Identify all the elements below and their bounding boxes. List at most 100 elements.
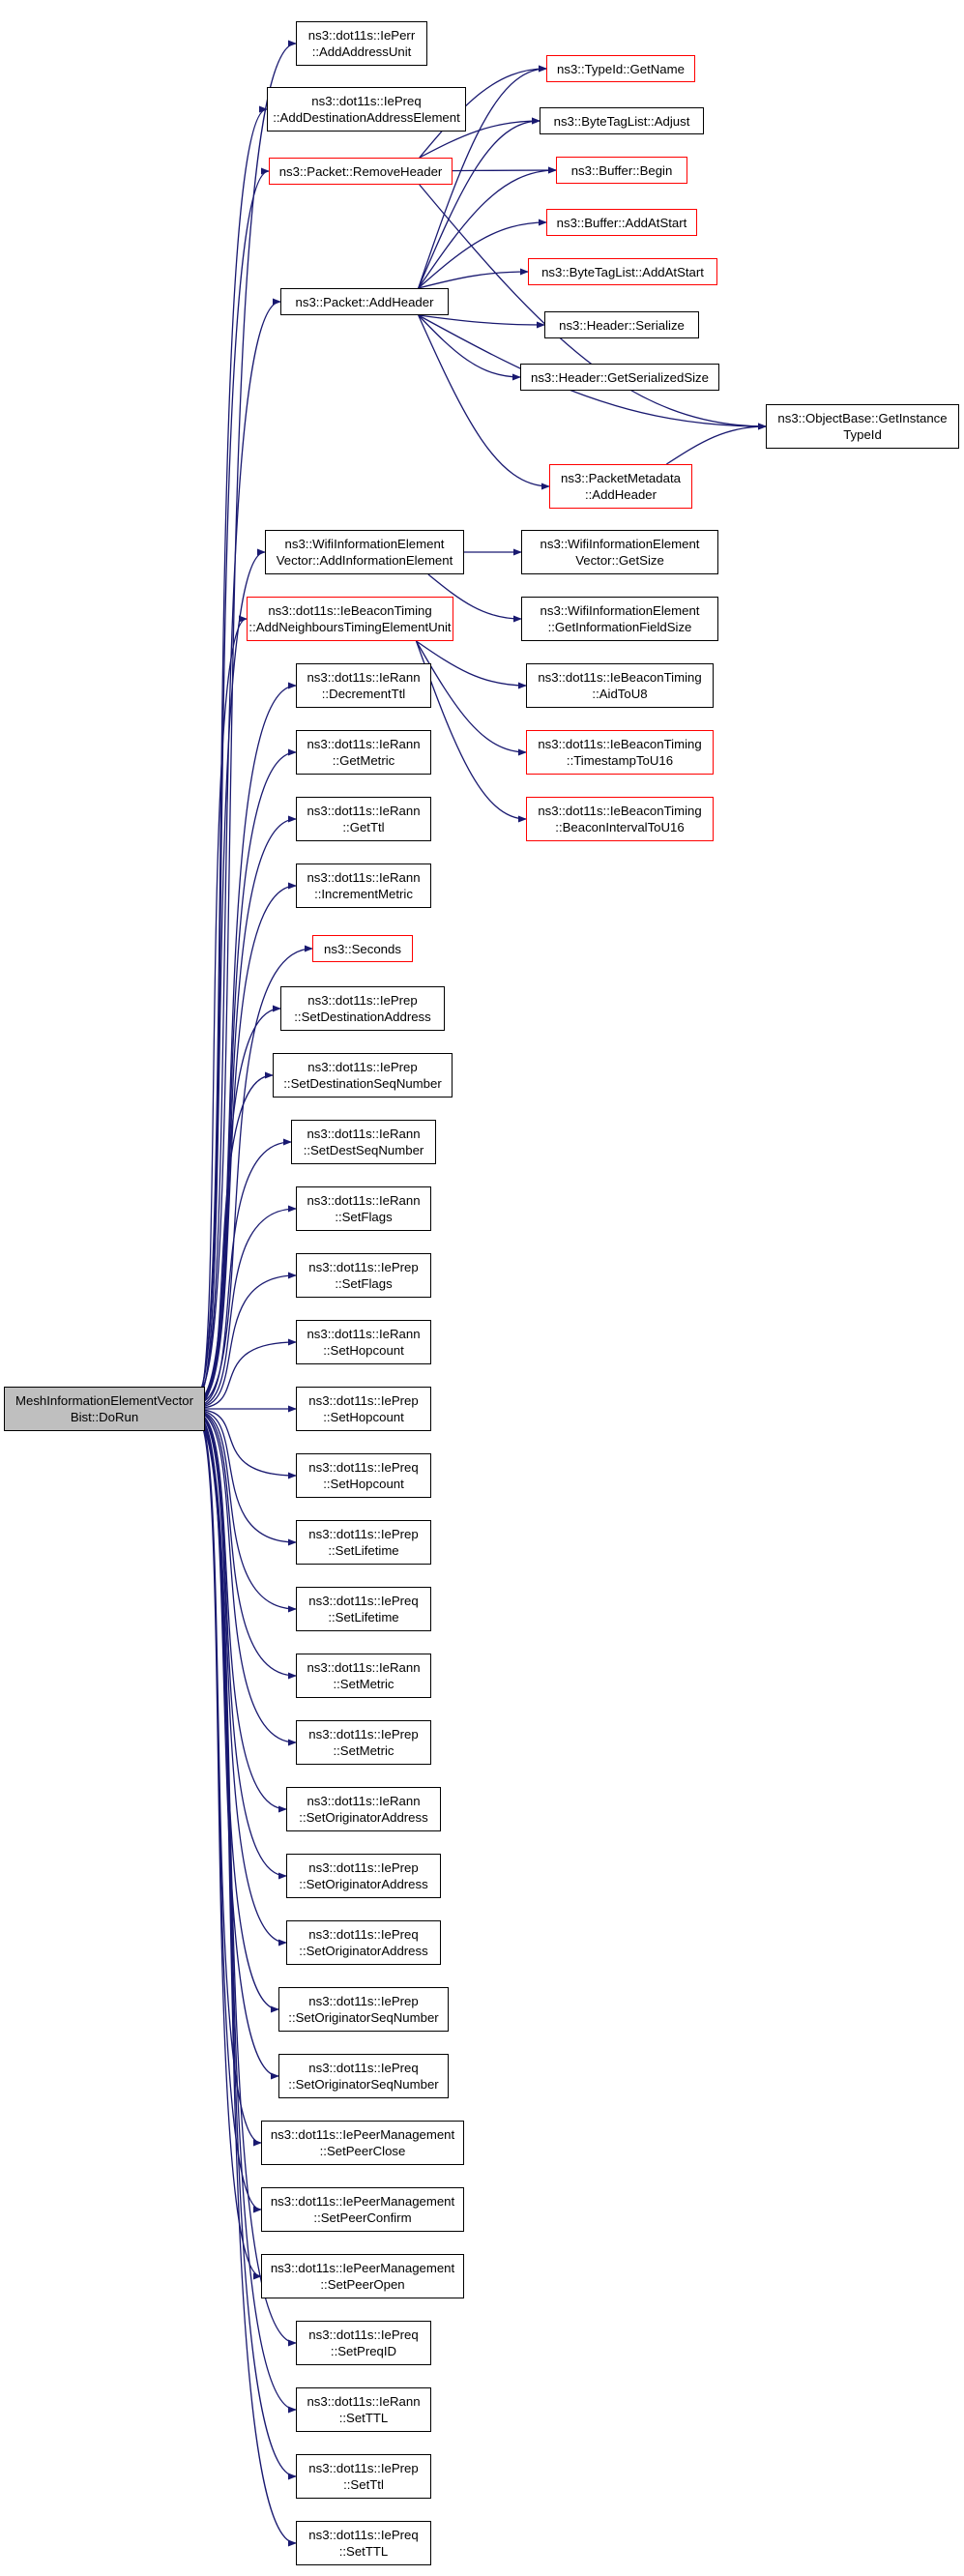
node-line: ns3::dot11s::IePreq (311, 94, 422, 108)
node-line: ::SetOriginatorSeqNumber (288, 2077, 439, 2092)
edge-packet-addheader-to-header-getserializedsize (418, 314, 521, 381)
node-buffer-addatstart[interactable]: ns3::Buffer::AddAtStart (546, 209, 697, 236)
edge-root-to-iepreq-adddestinationaddresselement (196, 105, 268, 1394)
node-packet-addheader[interactable]: ns3::Packet::AddHeader (280, 288, 449, 315)
node-buffer-begin[interactable]: ns3::Buffer::Begin (556, 157, 687, 184)
node-iepreq-adddestinationaddresselement[interactable]: ns3::dot11s::IePreq::AddDestinationAddre… (267, 87, 466, 132)
node-line: ns3::dot11s::IeBeaconTiming (538, 737, 702, 751)
node-line: ns3::dot11s::IePrep (308, 1527, 419, 1541)
node-line: ns3::Seconds (324, 941, 401, 956)
node-ieprep-setttl[interactable]: ns3::dot11s::IePrep::SetTtl (296, 2454, 431, 2499)
node-line: ns3::dot11s::IeRann (307, 804, 421, 818)
node-iebeacontiming-aidtou8[interactable]: ns3::dot11s::IeBeaconTiming::AidToU8 (526, 663, 714, 708)
node-line: ns3::dot11s::IePrep (308, 1260, 419, 1274)
node-ieprep-setmetric[interactable]: ns3::dot11s::IePrep::SetMetric (296, 1720, 431, 1765)
node-ieprep-setdestinationseqnumber[interactable]: ns3::dot11s::IePrep::SetDestinationSeqNu… (273, 1053, 453, 1098)
node-line: ns3::Header::GetSerializedSize (531, 369, 709, 385)
node-line: ns3::dot11s::IePeerManagement (270, 2261, 455, 2275)
node-bytetaglist-addatstart[interactable]: ns3::ByteTagList::AddAtStart (528, 258, 717, 285)
node-line: ns3::dot11s::IePrep (308, 2461, 419, 2475)
edge-root-to-ieprep-setmetric (196, 1412, 297, 1746)
node-line: ns3::dot11s::IeRann (307, 670, 421, 685)
node-ierann-setmetric[interactable]: ns3::dot11s::IeRann::SetMetric (296, 1654, 431, 1698)
node-ierann-setoriginatoraddress[interactable]: ns3::dot11s::IeRann::SetOriginatorAddres… (286, 1787, 441, 1831)
node-line: ns3::dot11s::IePrep (308, 1860, 419, 1875)
node-packet-removeheader[interactable]: ns3::Packet::RemoveHeader (269, 158, 453, 185)
node-line: ::SetMetric (333, 1743, 394, 1758)
edge-root-to-iepreq-setoriginatoraddress (196, 1414, 287, 1947)
node-ierann-setflags[interactable]: ns3::dot11s::IeRann::SetFlags (296, 1186, 431, 1231)
node-line: ns3::ByteTagList::AddAtStart (541, 264, 704, 279)
edge-packet-removeheader-to-typeid-getname (419, 65, 547, 159)
node-seconds[interactable]: ns3::Seconds (312, 935, 413, 962)
node-iepeermanagement-setpeerclose[interactable]: ns3::dot11s::IePeerManagement::SetPeerCl… (261, 2121, 464, 2165)
node-ierann-setdestseqnumber[interactable]: ns3::dot11s::IeRann::SetDestSeqNumber (291, 1120, 436, 1164)
node-line: ns3::dot11s::IeRann (307, 1327, 421, 1341)
node-iepeermanagement-setpeeropen[interactable]: ns3::dot11s::IePeerManagement::SetPeerOp… (261, 2254, 464, 2298)
node-ieprep-setoriginatorseqnumber[interactable]: ns3::dot11s::IePrep::SetOriginatorSeqNum… (278, 1987, 449, 2032)
node-line: ::SetHopcount (323, 1410, 404, 1424)
edge-packet-removeheader-to-bytetaglist-adjust (419, 117, 540, 159)
node-ierann-sethopcount[interactable]: ns3::dot11s::IeRann::SetHopcount (296, 1320, 431, 1364)
node-ierann-getmetric[interactable]: ns3::dot11s::IeRann::GetMetric (296, 730, 431, 775)
node-line: ::SetOriginatorAddress (299, 1944, 428, 1958)
node-line: ::DecrementTtl (321, 687, 406, 701)
node-line: ::SetOriginatorAddress (299, 1877, 428, 1891)
node-line: ns3::dot11s::IeRann (307, 737, 421, 751)
edge-root-to-iepreq-sethopcount (196, 1409, 297, 1479)
node-header-getserializedsize[interactable]: ns3::Header::GetSerializedSize (520, 364, 719, 391)
node-ierann-decrementttl[interactable]: ns3::dot11s::IeRann::DecrementTtl (296, 663, 431, 708)
node-line: ns3::dot11s::IeRann (307, 1660, 421, 1675)
node-ieprep-setdestinationaddress[interactable]: ns3::dot11s::IePrep::SetDestinationAddre… (280, 986, 445, 1031)
node-ieprep-setflags[interactable]: ns3::dot11s::IePrep::SetFlags (296, 1253, 431, 1298)
node-iepeermanagement-setpeerconfirm[interactable]: ns3::dot11s::IePeerManagement::SetPeerCo… (261, 2187, 464, 2232)
node-iebeacontiming-addneighbourstimingelementunit[interactable]: ns3::dot11s::IeBeaconTiming::AddNeighbou… (247, 597, 453, 641)
node-ieprep-sethopcount[interactable]: ns3::dot11s::IePrep::SetHopcount (296, 1387, 431, 1431)
node-line: ns3::WifiInformationElement (540, 537, 700, 551)
node-iepreq-setpreqid[interactable]: ns3::dot11s::IePreq::SetPreqID (296, 2321, 431, 2365)
node-line: ns3::dot11s::IeBeaconTiming (268, 603, 432, 618)
node-line: ns3::dot11s::IeRann (307, 870, 421, 885)
node-line: ns3::Header::Serialize (559, 317, 685, 333)
node-wifiinformationelement-getinformationfieldsize[interactable]: ns3::WifiInformationElement::GetInformat… (521, 597, 718, 641)
node-iepreq-setlifetime[interactable]: ns3::dot11s::IePreq::SetLifetime (296, 1587, 431, 1631)
node-iepreq-sethopcount[interactable]: ns3::dot11s::IePreq::SetHopcount (296, 1453, 431, 1498)
edge-packet-addheader-to-buffer-addatstart (418, 219, 547, 289)
node-iepreq-setoriginatoraddress[interactable]: ns3::dot11s::IePreq::SetOriginatorAddres… (286, 1920, 441, 1965)
node-line: ::SetOriginatorAddress (299, 1810, 428, 1825)
node-header-serialize[interactable]: ns3::Header::Serialize (544, 311, 699, 338)
edge-packet-addheader-to-header-serialize (418, 314, 545, 329)
edge-iebeacontiming-addneighbourstimingelementunit-to-iebeacontiming-timestamptou16 (415, 640, 527, 756)
edge-wifiinformationelementvector-addinformationelement-to-wifiinformationelement-getinformationfieldsize (427, 573, 522, 623)
node-iebeacontiming-timestamptou16[interactable]: ns3::dot11s::IeBeaconTiming::TimestampTo… (526, 730, 714, 775)
node-ieprep-setoriginatoraddress[interactable]: ns3::dot11s::IePrep::SetOriginatorAddres… (286, 1854, 441, 1898)
node-line: ns3::Buffer::AddAtStart (556, 215, 687, 230)
node-iebeacontiming-beaconintervaltou16[interactable]: ns3::dot11s::IeBeaconTiming::BeaconInter… (526, 797, 714, 841)
node-ierann-incrementmetric[interactable]: ns3::dot11s::IeRann::IncrementMetric (296, 864, 431, 908)
node-ieprep-setlifetime[interactable]: ns3::dot11s::IePrep::SetLifetime (296, 1520, 431, 1565)
edge-root-to-ieperr-addaddressunit (196, 40, 297, 1393)
node-line: ns3::PacketMetadata (561, 471, 681, 485)
node-line: ns3::WifiInformationElement (540, 603, 700, 618)
node-ierann-setttl[interactable]: ns3::dot11s::IeRann::SetTTL (296, 2387, 431, 2432)
node-line: ns3::dot11s::IePreq (308, 1594, 419, 1608)
node-line: ns3::dot11s::IePreq (308, 2327, 419, 2342)
node-typeid-getname[interactable]: ns3::TypeId::GetName (546, 55, 695, 82)
edge-root-to-ierann-decrementttl (196, 682, 297, 1401)
node-line: ns3::dot11s::IeRann (307, 1193, 421, 1208)
edge-packet-removeheader-to-objectbase-getinstancetypeid (419, 184, 767, 430)
node-line: ::GetMetric (332, 753, 395, 768)
node-ieperr-addaddressunit[interactable]: ns3::dot11s::IePerr::AddAddressUnit (296, 21, 427, 66)
node-line: ::SetFlags (335, 1210, 393, 1224)
node-line: ::GetTtl (342, 820, 385, 834)
node-bytetaglist-adjust[interactable]: ns3::ByteTagList::Adjust (540, 107, 704, 134)
node-ierann-getttl[interactable]: ns3::dot11s::IeRann::GetTtl (296, 797, 431, 841)
edge-iebeacontiming-addneighbourstimingelementunit-to-iebeacontiming-beaconintervaltou16 (415, 640, 527, 823)
node-iepreq-setoriginatorseqnumber[interactable]: ns3::dot11s::IePreq::SetOriginatorSeqNum… (278, 2054, 449, 2098)
node-iepreq-setttl[interactable]: ns3::dot11s::IePreq::SetTTL (296, 2521, 431, 2565)
node-line: ::SetPeerOpen (320, 2277, 405, 2292)
node-packetmetadata-addheader[interactable]: ns3::PacketMetadata::AddHeader (549, 464, 692, 509)
